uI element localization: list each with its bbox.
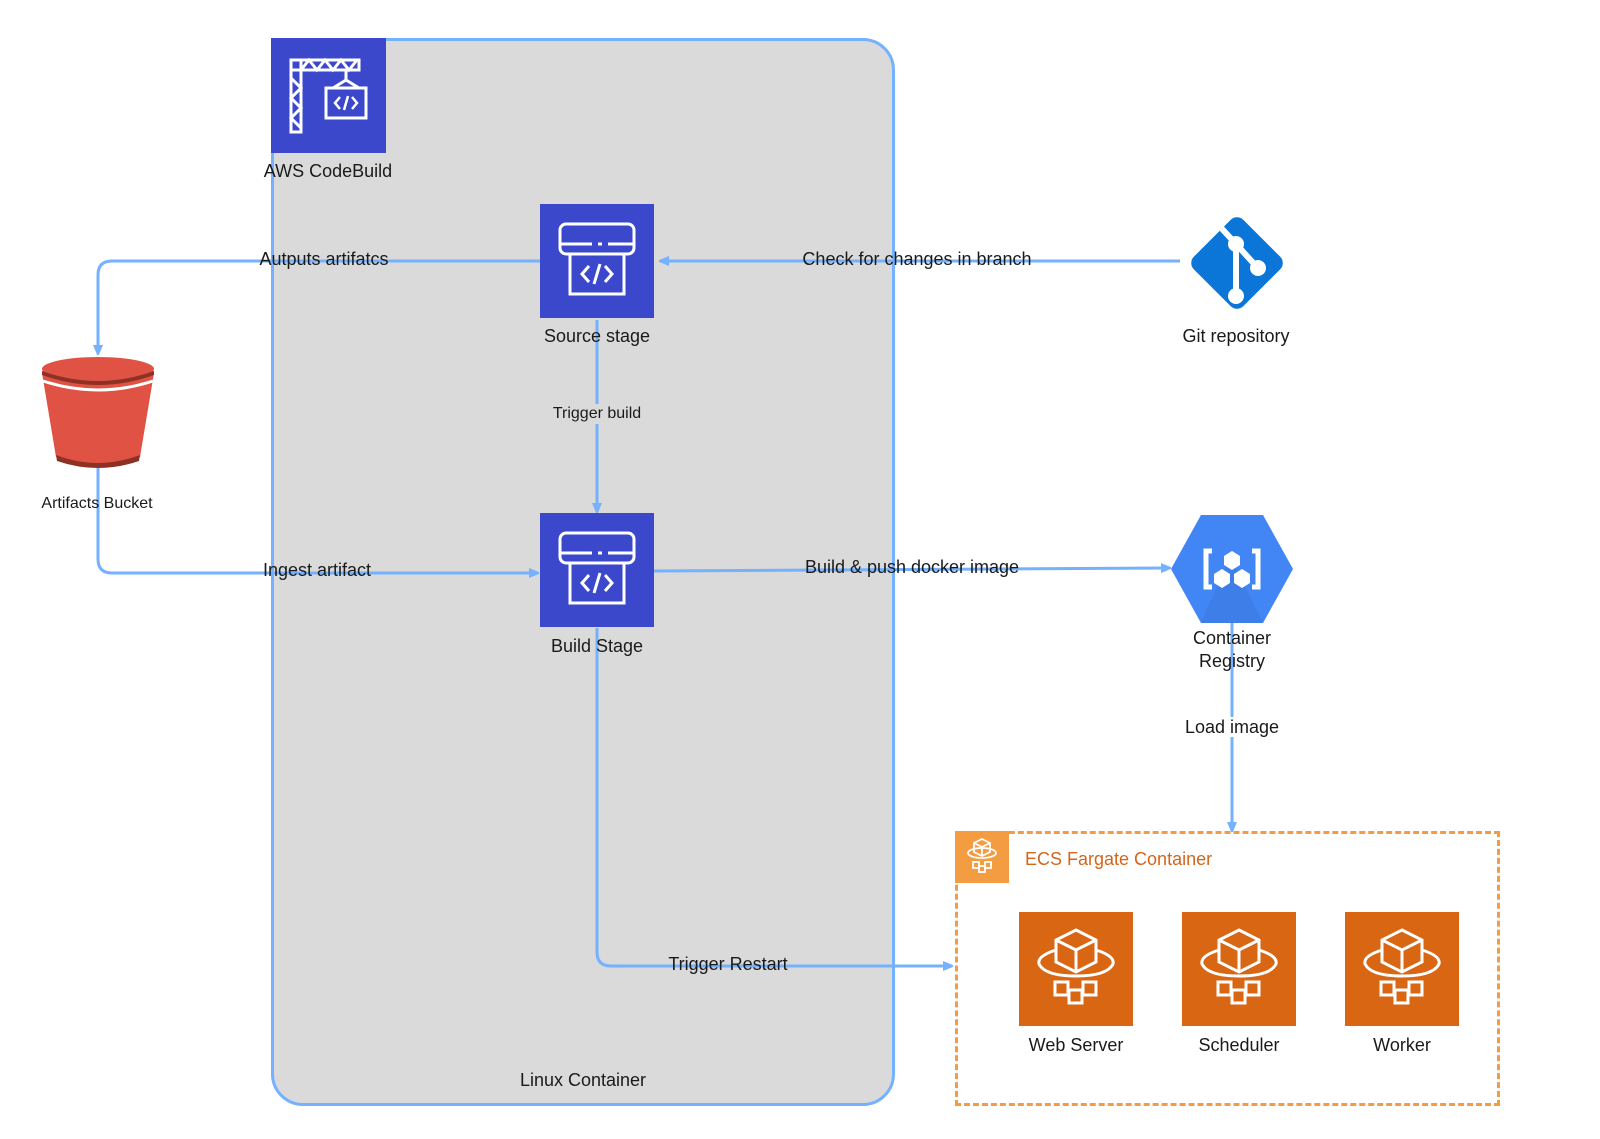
codebuild-label: AWS CodeBuild	[263, 161, 393, 181]
fargate-icon	[1363, 928, 1441, 1005]
edge-label-outputs-artifacts: Autputs artifatcs	[259, 249, 389, 269]
edge-label-trigger-restart: Trigger Restart	[668, 954, 788, 974]
fargate-icon	[1037, 928, 1115, 1005]
codebuild-stage-icon	[558, 222, 636, 296]
ecs-group-fargate-icon	[955, 831, 1009, 883]
container-registry-label-line1: Container	[1192, 628, 1272, 648]
edge-trigger-restart	[595, 628, 952, 966]
container-registry-node[interactable]	[1170, 513, 1294, 625]
edge-label-ingest-artifact: Ingest artifact	[262, 560, 372, 580]
ecs-fargate-group	[955, 831, 1500, 1106]
worker-label: Worker	[1373, 1035, 1431, 1055]
container-registry-label-line2: Registry	[1198, 651, 1266, 671]
worker-node[interactable]	[1345, 912, 1459, 1026]
codebuild-stage-icon	[558, 531, 636, 605]
codebuild-crane-icon	[271, 38, 386, 153]
git-icon	[1191, 215, 1283, 309]
edge-label-check-changes: Check for changes in branch	[802, 249, 1032, 269]
web-server-label: Web Server	[1028, 1035, 1124, 1055]
git-repository-label: Git repository	[1182, 326, 1290, 346]
edge-label-build-push: Build & push docker image	[804, 557, 1020, 577]
edge-ingest-artifact	[96, 455, 538, 573]
fargate-icon	[1200, 928, 1278, 1005]
ecs-group-title: ECS Fargate Container	[1025, 849, 1213, 869]
build-stage-node[interactable]	[540, 513, 654, 627]
edge-label-trigger-build: Trigger build	[551, 404, 643, 424]
scheduler-label: Scheduler	[1198, 1035, 1280, 1055]
container-registry-label: Container Registry	[1193, 627, 1271, 673]
artifacts-bucket-node[interactable]	[40, 355, 156, 473]
web-server-node[interactable]	[1019, 912, 1133, 1026]
edge-build-push	[653, 568, 1170, 571]
scheduler-node[interactable]	[1182, 912, 1296, 1026]
artifacts-bucket-label: Artifacts Bucket	[41, 495, 153, 512]
s3-bucket-icon	[42, 357, 154, 468]
source-stage-node[interactable]	[540, 204, 654, 318]
edge-label-load-image: Load image	[1183, 717, 1281, 737]
build-stage-label: Build Stage	[550, 636, 644, 656]
edge-outputs-artifacts	[98, 259, 540, 354]
container-registry-icon	[1171, 515, 1293, 623]
linux-container-label: Linux Container	[519, 1070, 647, 1090]
source-stage-label: Source stage	[543, 326, 651, 346]
git-repository-node[interactable]	[1178, 204, 1296, 322]
